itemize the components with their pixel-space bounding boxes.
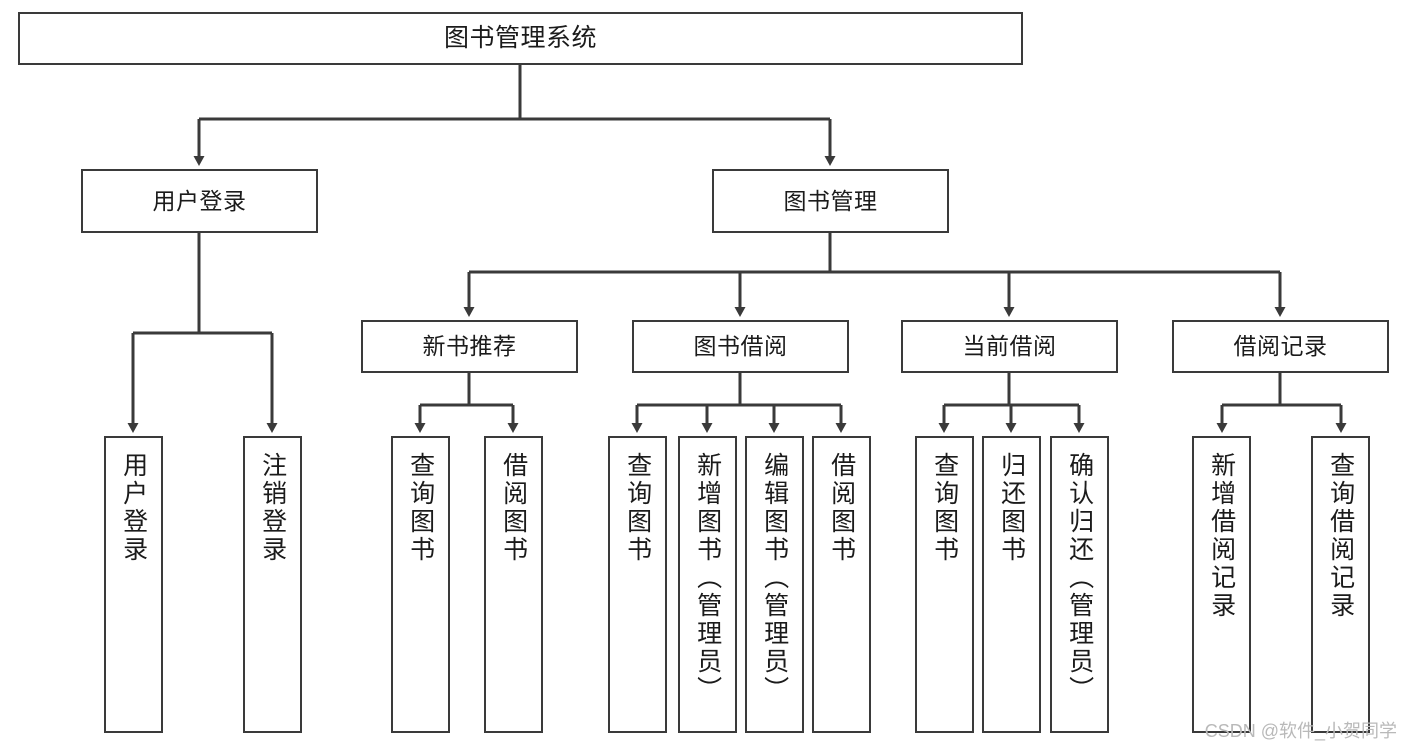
node-label: 用户登录 (152, 187, 247, 214)
leaf-current-borrow-return-book[interactable]: 归还图书 (982, 436, 1041, 733)
leaf-current-borrow-query-book[interactable]: 查询图书 (915, 436, 974, 733)
node-label: 注销登录 (258, 452, 287, 564)
node-label: 新增借阅记录 (1207, 452, 1236, 620)
leaf-book-borrow-borrow-book[interactable]: 借阅图书 (812, 436, 871, 733)
node-root-system[interactable]: 图书管理系统 (18, 12, 1023, 65)
node-borrow-record[interactable]: 借阅记录 (1172, 320, 1389, 373)
leaf-book-borrow-add-book-admin[interactable]: 新增图书（管理员） (678, 436, 737, 733)
node-label: 查询图书 (406, 452, 435, 564)
node-label: 图书管理 (783, 187, 878, 214)
node-label: 借阅图书 (827, 452, 856, 564)
node-user-login[interactable]: 用户登录 (81, 169, 318, 233)
node-label: 借阅记录 (1233, 333, 1328, 360)
leaf-current-borrow-confirm-return-admin[interactable]: 确认归还（管理员） (1050, 436, 1109, 733)
leaf-user-login-logout[interactable]: 注销登录 (243, 436, 302, 733)
leaf-new-book-query-book[interactable]: 查询图书 (391, 436, 450, 733)
node-label: 查询图书 (623, 452, 652, 564)
leaf-book-borrow-query-book[interactable]: 查询图书 (608, 436, 667, 733)
node-label: 归还图书 (997, 452, 1026, 564)
leaf-book-borrow-edit-book-admin[interactable]: 编辑图书（管理员） (745, 436, 804, 733)
node-label: 当前借阅 (962, 333, 1057, 360)
node-book-management[interactable]: 图书管理 (712, 169, 949, 233)
leaf-borrow-record-add-record[interactable]: 新增借阅记录 (1192, 436, 1251, 733)
node-label: 图书管理系统 (443, 24, 597, 53)
csdn-watermark: CSDN @软件_小贺同学 (1204, 721, 1397, 741)
node-label: 查询借阅记录 (1326, 452, 1355, 620)
node-label: 图书借阅 (693, 333, 788, 360)
node-label: 用户登录 (119, 452, 148, 564)
node-label: 编辑图书（管理员） (760, 452, 789, 704)
node-label: 查询图书 (930, 452, 959, 564)
leaf-borrow-record-query-record[interactable]: 查询借阅记录 (1311, 436, 1370, 733)
node-label: 新书推荐 (422, 333, 517, 360)
node-label: 新增图书（管理员） (693, 452, 722, 704)
leaf-user-login-login[interactable]: 用户登录 (104, 436, 163, 733)
leaf-new-book-borrow-book[interactable]: 借阅图书 (484, 436, 543, 733)
node-label: 确认归还（管理员） (1065, 452, 1094, 704)
node-new-book-recommend[interactable]: 新书推荐 (361, 320, 578, 373)
node-label: 借阅图书 (499, 452, 528, 564)
node-current-borrow[interactable]: 当前借阅 (901, 320, 1118, 373)
node-book-borrow[interactable]: 图书借阅 (632, 320, 849, 373)
